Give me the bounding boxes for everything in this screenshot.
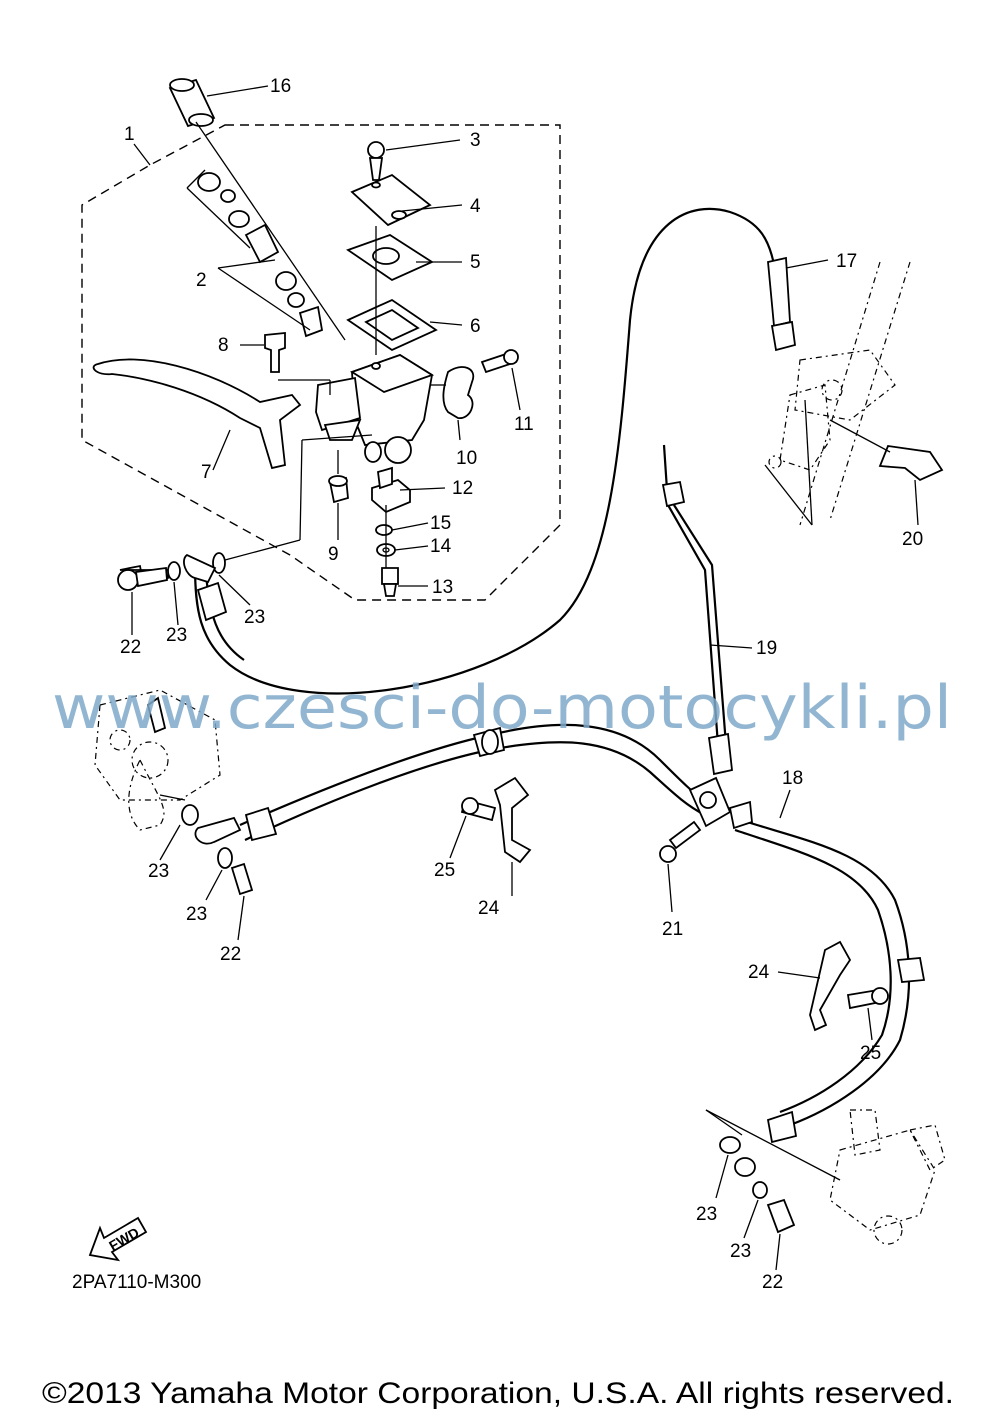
callout-23-upper-a: 23 bbox=[166, 625, 187, 646]
brake-pipe-19 bbox=[661, 444, 753, 776]
callout-23-upper-b: 23 bbox=[244, 607, 265, 628]
hose-18-left bbox=[239, 723, 711, 827]
callout-11: 11 bbox=[514, 414, 534, 435]
part-25-bolt-middle bbox=[449, 797, 497, 859]
callout-21: 21 bbox=[662, 919, 683, 940]
right-caliper bbox=[705, 1109, 946, 1245]
part-21-bolt bbox=[659, 820, 702, 913]
callout-8: 8 bbox=[218, 335, 229, 356]
callout-5: 5 bbox=[470, 252, 481, 273]
fork-upper-right bbox=[764, 261, 911, 526]
callout-6: 6 bbox=[470, 316, 481, 337]
callout-23-right-a: 23 bbox=[696, 1204, 717, 1225]
part-8-pivot-bolt bbox=[240, 332, 331, 395]
part-5-diaphragm-holder bbox=[346, 234, 462, 282]
watermark-text: www.czesci-do-motocykli.pl bbox=[52, 673, 952, 743]
part-9-boot bbox=[328, 450, 349, 540]
part-14-washer bbox=[376, 543, 429, 557]
callout-22-left: 22 bbox=[220, 944, 241, 965]
callout-23-right-b: 23 bbox=[730, 1241, 751, 1262]
callout-14: 14 bbox=[430, 536, 452, 557]
part-3-screw bbox=[367, 139, 461, 181]
callout-10: 10 bbox=[456, 448, 477, 469]
part-2-piston-kit bbox=[186, 169, 324, 338]
part-15-washer bbox=[375, 522, 429, 536]
part-20-clip bbox=[829, 419, 944, 526]
callout-22-right: 22 bbox=[762, 1272, 783, 1293]
part-6-diaphragm bbox=[346, 298, 463, 352]
callout-9: 9 bbox=[328, 544, 339, 565]
part-10-holder bbox=[430, 366, 475, 441]
callout-24-middle: 24 bbox=[478, 898, 500, 919]
callout-12: 12 bbox=[452, 478, 473, 499]
part-7-brake-lever bbox=[92, 358, 302, 471]
assembly-outline bbox=[81, 124, 561, 601]
fwd-arrow-icon: FWD bbox=[88, 1216, 148, 1262]
callout-7: 7 bbox=[201, 462, 212, 483]
callout-17: 17 bbox=[836, 251, 857, 272]
union-joint bbox=[688, 776, 753, 830]
diagram-code: 2PA7110-M300 bbox=[72, 1272, 201, 1293]
part-4-reservoir-cap bbox=[350, 173, 463, 227]
part-12-brake-switch bbox=[371, 466, 446, 514]
callout-15: 15 bbox=[430, 513, 451, 534]
part-13-screw bbox=[381, 505, 428, 597]
callout-3: 3 bbox=[470, 130, 481, 151]
callout-25-middle: 25 bbox=[434, 860, 455, 881]
callout-2: 2 bbox=[196, 270, 207, 291]
callout-20: 20 bbox=[902, 529, 923, 550]
callout-4: 4 bbox=[470, 196, 481, 217]
left-caliper bbox=[94, 689, 221, 831]
callout-23-left-b: 23 bbox=[186, 904, 207, 925]
upper-banjo-bolt-22 bbox=[117, 564, 171, 635]
part-24-clamp-middle bbox=[493, 776, 532, 896]
callout-1: 1 bbox=[124, 124, 135, 145]
right-banjo-bolt-22 bbox=[715, 1136, 796, 1271]
callout-18: 18 bbox=[782, 768, 803, 789]
callout-16: 16 bbox=[270, 76, 291, 97]
hose-17 bbox=[193, 207, 777, 695]
left-banjo-bolt-22 bbox=[159, 804, 254, 941]
part-11-bolt bbox=[480, 349, 521, 411]
banjo-fitting-upper bbox=[183, 553, 217, 584]
callout-24-right: 24 bbox=[748, 962, 770, 983]
callout-23-left-a: 23 bbox=[148, 861, 169, 882]
callout-19: 19 bbox=[756, 638, 777, 659]
callout-25-right: 25 bbox=[860, 1043, 881, 1064]
copyright-notice: ©2013 Yamaha Motor Corporation, U.S.A. A… bbox=[42, 1377, 954, 1410]
part-24-clamp-right bbox=[777, 940, 852, 1032]
part-25-bolt-right bbox=[846, 987, 889, 1041]
callout-22-upper: 22 bbox=[120, 637, 141, 658]
master-cylinder-body bbox=[315, 226, 435, 464]
callout-13: 13 bbox=[432, 577, 453, 598]
part-16-sleeve bbox=[168, 78, 346, 341]
